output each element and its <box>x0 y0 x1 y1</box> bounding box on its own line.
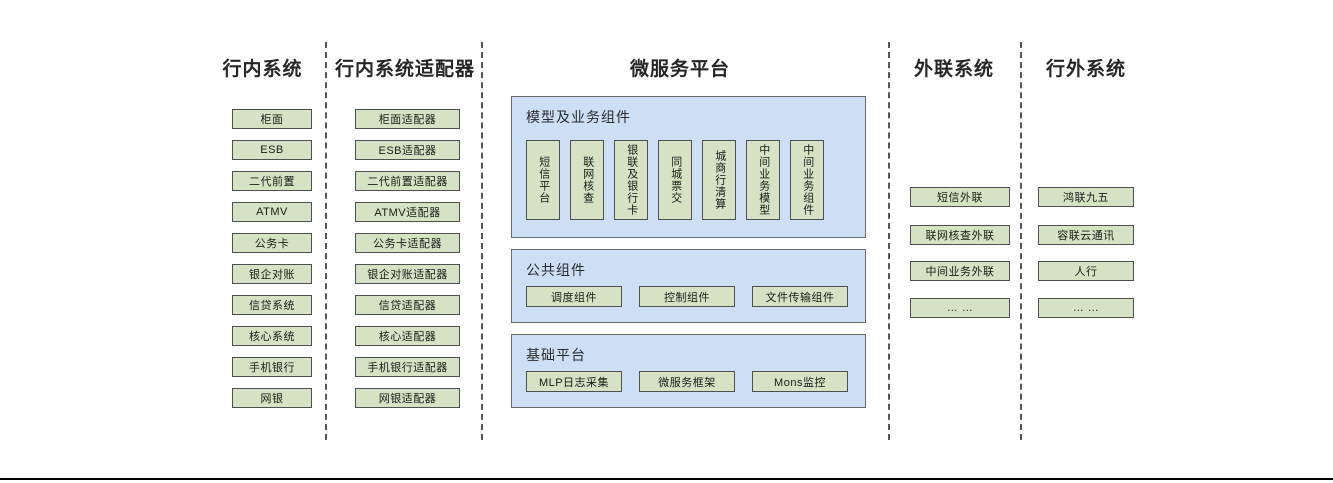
component-label: 城商行清算 <box>713 150 726 210</box>
separator-4 <box>1020 42 1022 440</box>
component-box[interactable]: Mons监控 <box>752 371 848 392</box>
list-item[interactable]: 联网核查外联 <box>910 225 1010 245</box>
component-box[interactable]: 短信平台 <box>526 140 560 220</box>
list-item[interactable]: 二代前置适配器 <box>355 171 460 191</box>
component-box[interactable]: 调度组件 <box>526 286 622 307</box>
column-header-external-liaison: 外联系统 <box>913 59 994 80</box>
list-item[interactable]: ATMV <box>232 202 312 222</box>
list-item[interactable]: … … <box>910 298 1010 318</box>
component-label: 银联及银行卡 <box>625 144 638 216</box>
component-box[interactable]: 城商行清算 <box>702 140 736 220</box>
list-item[interactable]: 中间业务外联 <box>910 261 1010 281</box>
list-item[interactable]: 手机银行 <box>232 357 312 377</box>
column-header-internal-systems: 行内系统 <box>222 59 303 80</box>
column-header-outside-bank: 行外系统 <box>1045 59 1126 80</box>
list-item[interactable]: 公务卡 <box>232 233 312 253</box>
separator-1 <box>325 42 327 440</box>
column-header-internal-adapters: 行内系统适配器 <box>334 59 475 80</box>
component-box[interactable]: MLP日志采集 <box>526 371 622 392</box>
list-item[interactable]: 网银 <box>232 388 312 408</box>
list-item[interactable]: 柜面 <box>232 109 312 129</box>
list-item[interactable]: 网银适配器 <box>355 388 460 408</box>
list-item[interactable]: 公务卡适配器 <box>355 233 460 253</box>
list-item[interactable]: 核心适配器 <box>355 326 460 346</box>
list-item[interactable]: ESB适配器 <box>355 140 460 160</box>
list-item[interactable]: 短信外联 <box>910 187 1010 207</box>
column-header-microservice-platform: 微服务平台 <box>629 59 730 80</box>
component-label: 短信平台 <box>537 156 550 204</box>
list-item[interactable]: 核心系统 <box>232 326 312 346</box>
list-item[interactable]: 信贷适配器 <box>355 295 460 315</box>
list-item[interactable]: … … <box>1038 298 1134 318</box>
list-item[interactable]: 银企对账适配器 <box>355 264 460 284</box>
list-item[interactable]: 柜面适配器 <box>355 109 460 129</box>
list-item[interactable]: 鸿联九五 <box>1038 187 1134 207</box>
list-item[interactable]: 容联云通讯 <box>1038 225 1134 245</box>
component-label: 联网核查 <box>581 156 594 204</box>
component-box[interactable]: 中间业务模型 <box>746 140 780 220</box>
list-item[interactable]: ESB <box>232 140 312 160</box>
component-box[interactable]: 控制组件 <box>639 286 735 307</box>
list-item[interactable]: 人行 <box>1038 261 1134 281</box>
list-item[interactable]: 二代前置 <box>232 171 312 191</box>
component-box[interactable]: 同城票交 <box>658 140 692 220</box>
component-label: 同城票交 <box>669 156 682 204</box>
list-item[interactable]: 信贷系统 <box>232 295 312 315</box>
component-label: 中间业务组件 <box>801 144 814 216</box>
component-box[interactable]: 微服务框架 <box>639 371 735 392</box>
list-item[interactable]: ATMV适配器 <box>355 202 460 222</box>
separator-3 <box>888 42 890 440</box>
bottom-divider <box>0 478 1333 480</box>
component-box[interactable]: 文件传输组件 <box>752 286 848 307</box>
panel-title: 基础平台 <box>526 347 586 363</box>
component-box[interactable]: 银联及银行卡 <box>614 140 648 220</box>
list-item[interactable]: 手机银行适配器 <box>355 357 460 377</box>
component-box[interactable]: 联网核查 <box>570 140 604 220</box>
component-label: 中间业务模型 <box>757 144 770 216</box>
separator-2 <box>481 42 483 440</box>
component-box[interactable]: 中间业务组件 <box>790 140 824 220</box>
panel-title: 模型及业务组件 <box>526 109 631 125</box>
panel-title: 公共组件 <box>526 262 586 278</box>
list-item[interactable]: 银企对账 <box>232 264 312 284</box>
